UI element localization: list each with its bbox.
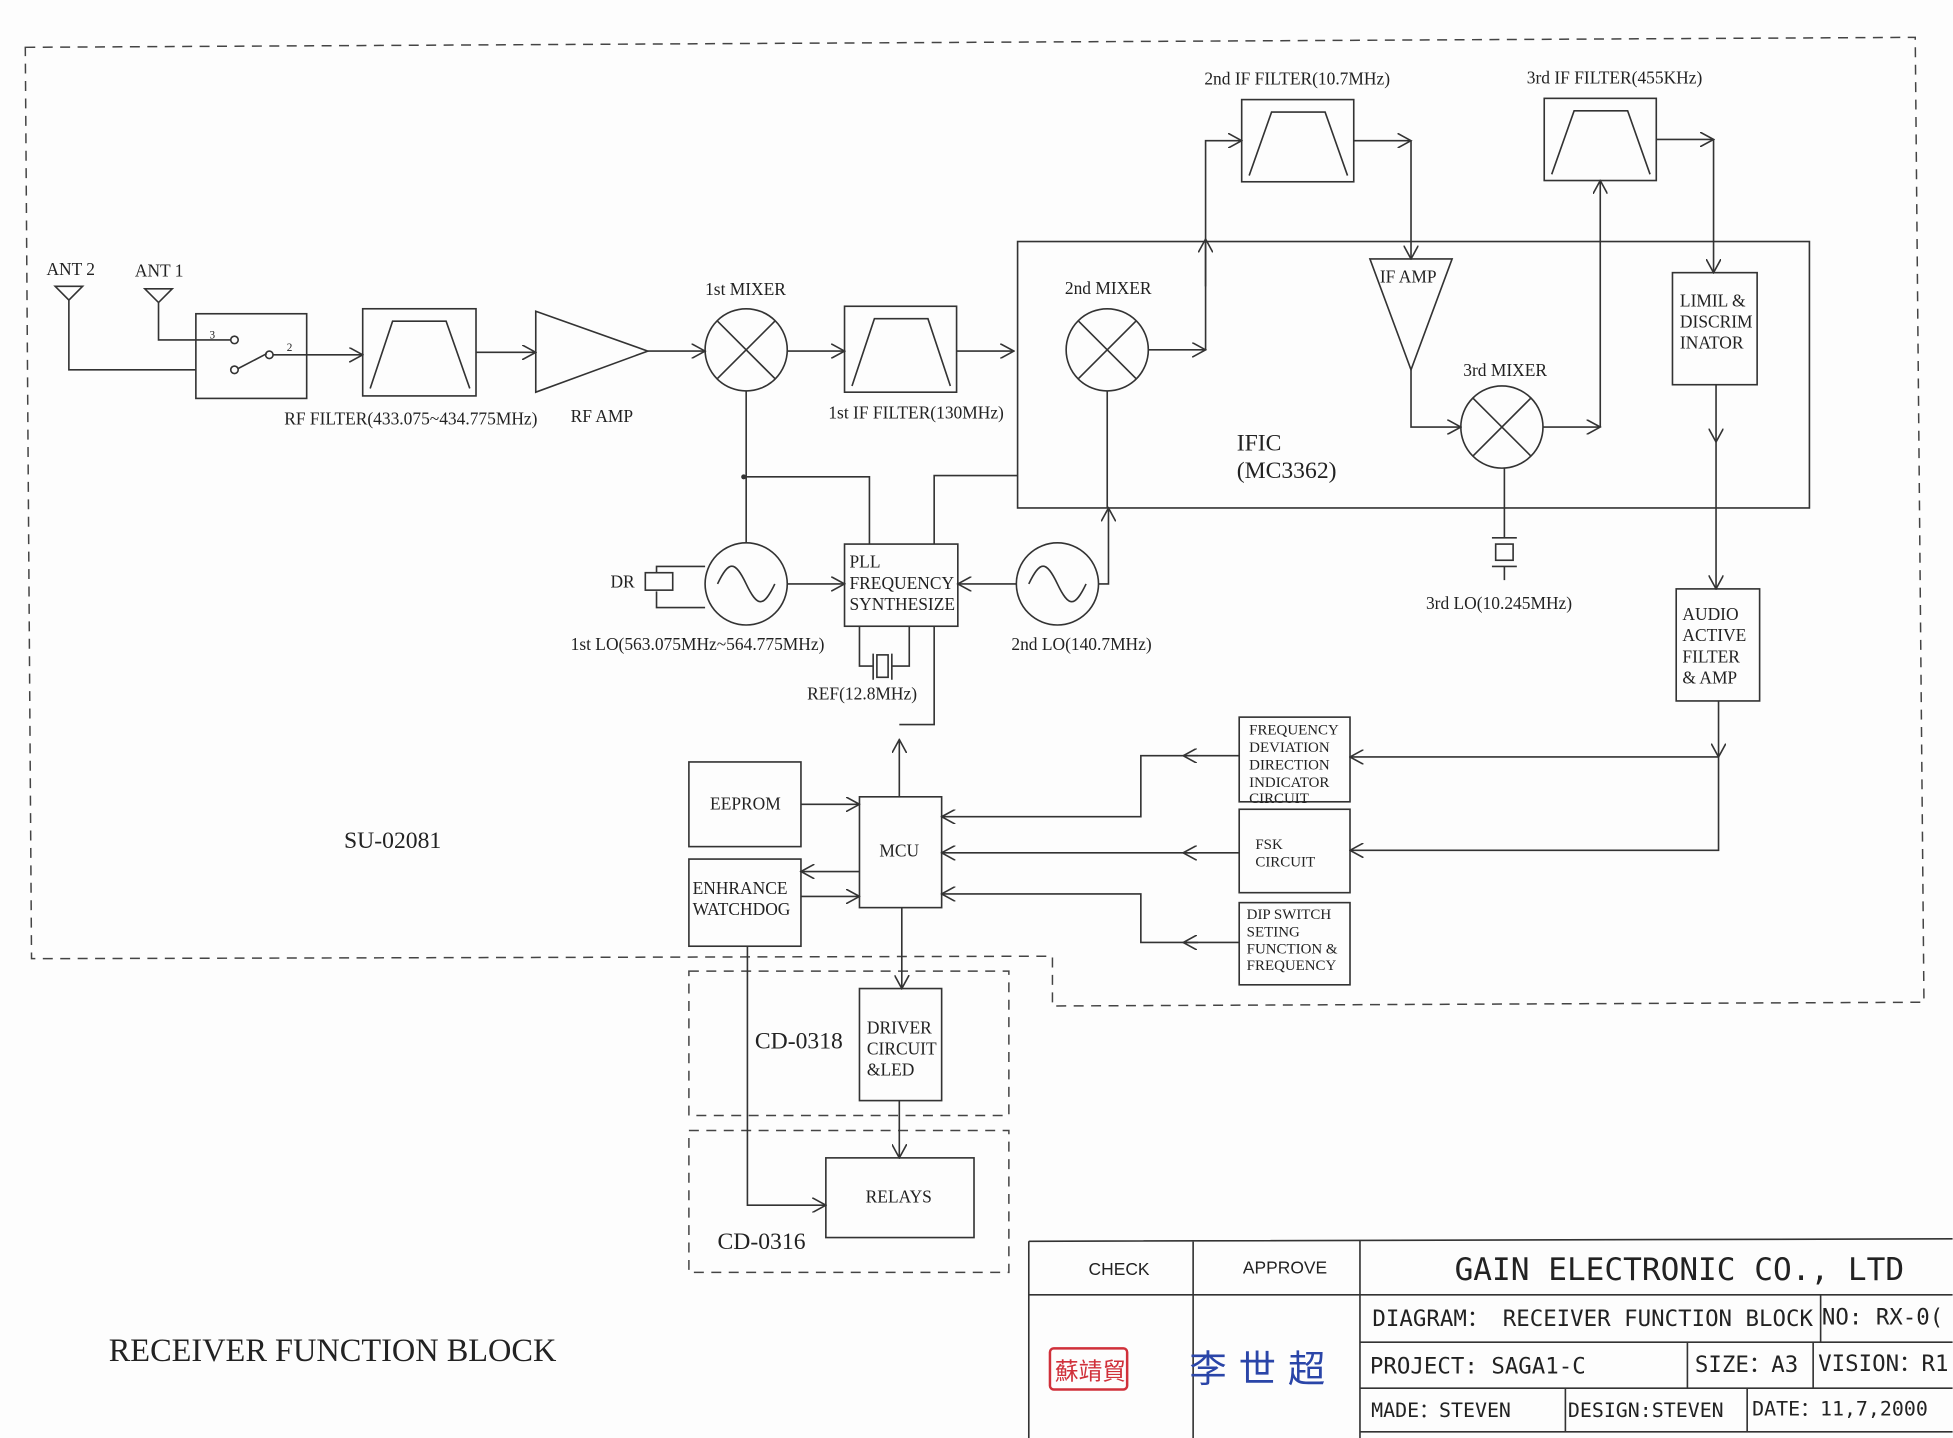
watchdog-block: [688, 858, 802, 948]
made-field: MADE：STEVEN: [1371, 1399, 1511, 1422]
driver-label: DRIVER: [867, 1017, 932, 1037]
svg-text:蘇靖貿: 蘇靖貿: [1055, 1357, 1126, 1385]
mixer-1-label: 1st MIXER: [705, 279, 786, 299]
rf-filter-label: RF FILTER(433.075~434.775MHz): [284, 409, 537, 429]
antenna-2-icon: [53, 285, 196, 371]
mcu-label: MCU: [879, 841, 919, 861]
mixer-2: [1065, 307, 1150, 392]
if-filter-1: [843, 305, 958, 393]
if-amp: [1368, 258, 1454, 373]
antenna-1-icon: [142, 288, 231, 341]
if-amp-label: IF AMP: [1380, 267, 1437, 287]
if-filter-1-label: 1st IF FILTER(130MHz): [828, 402, 1004, 422]
ific-block: [1016, 240, 1811, 509]
fsk-label: FSK: [1255, 837, 1283, 853]
audio-label: & AMP: [1682, 668, 1737, 688]
dip-label: SETING: [1247, 924, 1300, 940]
watchdog-label: ENHRANCE: [693, 878, 788, 898]
antenna-switch: 3 2: [195, 312, 308, 400]
dr-label: DR: [610, 572, 635, 592]
eeprom-label: EEPROM: [710, 793, 781, 813]
lo3-crystal-icon: [1491, 468, 1517, 581]
approve-signature: 李 世 超: [1189, 1347, 1325, 1391]
version-field: VISION：R1.: [1818, 1351, 1953, 1377]
watchdog-label: WATCHDOG: [693, 899, 791, 919]
fsk-block: [1238, 808, 1351, 894]
size-field: SIZE：A3: [1695, 1352, 1798, 1378]
driver-label: &LED: [867, 1060, 914, 1080]
svg-text:3: 3: [210, 330, 216, 342]
cd0316-label: CD-0316: [718, 1229, 806, 1255]
dip-label: FUNCTION &: [1247, 942, 1338, 958]
rf-filter: [361, 307, 477, 397]
pll-label: PLL: [850, 552, 881, 572]
ific-part-label: (MC3362): [1237, 458, 1337, 484]
ref-label: REF(12.8MHz): [807, 684, 917, 704]
pll-label: FREQUENCY: [850, 573, 955, 593]
board-outline: [24, 36, 1925, 1007]
mixer-3: [1460, 385, 1544, 469]
company-name: GAIN ELECTRONIC CO., LTD: [1455, 1252, 1905, 1288]
relays-label: RELAYS: [866, 1187, 932, 1207]
cd0318-outline: [688, 970, 1010, 1117]
title-block: [1027, 1237, 1953, 1438]
freq-dev-label: CIRCUIT: [1249, 791, 1309, 807]
drawing-number: NO: RX-0(: [1822, 1305, 1943, 1331]
check-stamp: 蘇靖貿: [1048, 1347, 1129, 1391]
relays-block: [825, 1157, 975, 1239]
freq-dev-label: INDICATOR: [1249, 775, 1329, 791]
check-header: CHECK: [1089, 1259, 1150, 1279]
ref-crystal-icon: [858, 626, 911, 680]
limiter-discriminator: [1671, 271, 1758, 386]
diagram-field: DIAGRAM： RECEIVER FUNCTION BLOCK: [1372, 1306, 1813, 1332]
mixer-2-label: 2nd MIXER: [1065, 278, 1152, 298]
if-filter-3-label: 3rd IF FILTER(455KHz): [1527, 67, 1703, 87]
dip-switch-block: [1238, 901, 1351, 986]
project-field: PROJECT: SAGA1-C: [1370, 1353, 1586, 1379]
mixer-3-label: 3rd MIXER: [1463, 360, 1547, 380]
driver-block: [858, 987, 943, 1102]
limiter-label: LIMIL &: [1680, 290, 1746, 310]
diagram-title: RECEIVER FUNCTION BLOCK: [109, 1333, 557, 1369]
cd0318-label: CD-0318: [755, 1028, 843, 1054]
freq-dev-label: FREQUENCY: [1249, 723, 1339, 739]
audio-label: AUDIO: [1682, 604, 1738, 624]
mixer-1: [704, 307, 789, 392]
approve-header: APPROVE: [1243, 1258, 1327, 1278]
lo3-label: 3rd LO(10.245MHz): [1426, 593, 1572, 613]
audio-label: ACTIVE: [1682, 625, 1746, 645]
ant1-label: ANT 1: [135, 260, 184, 280]
cd0316-outline: [688, 1129, 1010, 1274]
lo1-oscillator: [704, 542, 789, 626]
audio-label: FILTER: [1682, 646, 1740, 666]
svg-text:2: 2: [287, 342, 293, 354]
design-field: DESIGN:STEVEN: [1568, 1399, 1724, 1422]
freq-deviation-block: [1238, 716, 1351, 803]
ant2-label: ANT 2: [46, 259, 95, 279]
lo2-label: 2nd LO(140.7MHz): [1011, 634, 1152, 654]
lo1-label: 1st LO(563.075MHz~564.775MHz): [571, 634, 825, 654]
if-filter-3: [1543, 97, 1658, 182]
dip-label: FREQUENCY: [1247, 958, 1337, 974]
if-filter-2-label: 2nd IF FILTER(10.7MHz): [1204, 69, 1390, 89]
lo2-oscillator: [1015, 542, 1100, 626]
rf-amp: [534, 310, 651, 394]
freq-dev-label: DEVIATION: [1249, 740, 1330, 756]
date-field: DATE：11,7,2000: [1752, 1398, 1928, 1421]
dr-resonator-icon: [644, 565, 706, 609]
pll-label: SYNTHESIZE: [850, 594, 956, 614]
limiter-label: INATOR: [1680, 333, 1744, 353]
ific-label: IFIC: [1237, 431, 1282, 457]
fsk-label: CIRCUIT: [1255, 855, 1315, 871]
rf-amp-label: RF AMP: [571, 406, 633, 426]
driver-label: CIRCUIT: [867, 1039, 937, 1059]
board-label: SU-02081: [344, 828, 441, 854]
if-filter-2: [1240, 98, 1355, 183]
freq-dev-label: DIRECTION: [1249, 757, 1330, 773]
limiter-label: DISCRIM: [1680, 311, 1753, 331]
dip-label: DIP SWITCH: [1247, 907, 1332, 923]
